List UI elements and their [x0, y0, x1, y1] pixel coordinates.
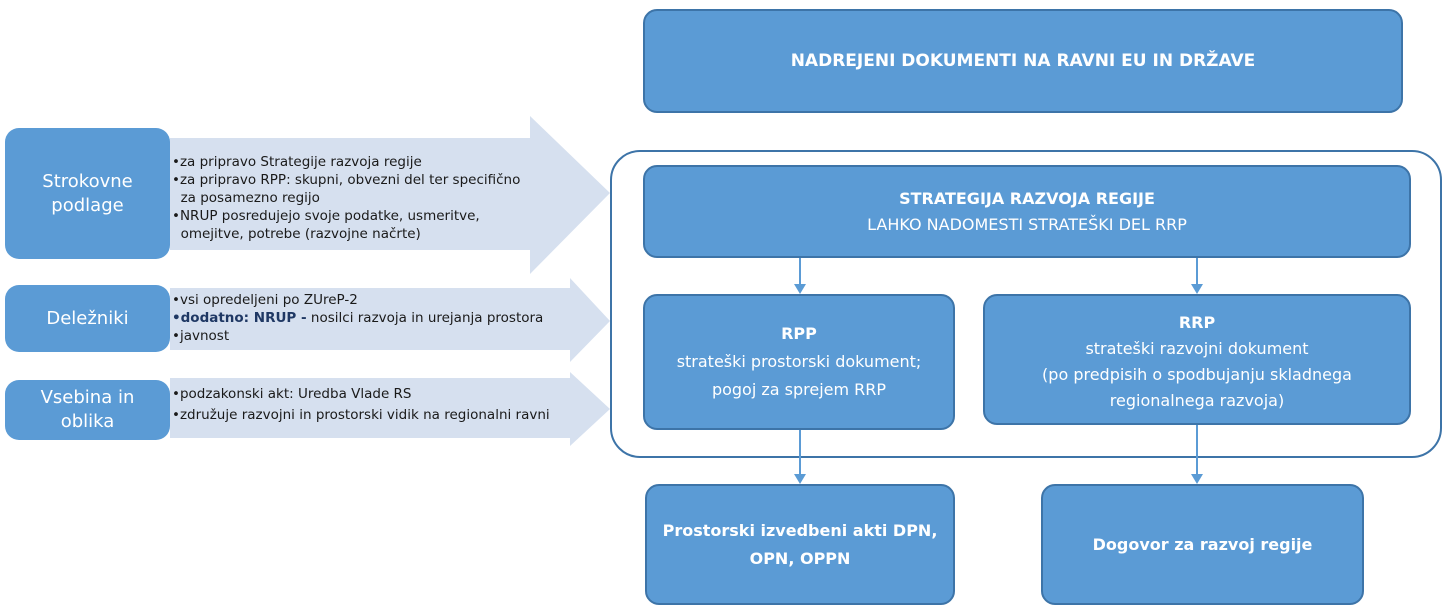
nrup-highlight: •dodatno: NRUP - [172, 310, 307, 326]
rpp-box: RPP strateški prostorski dokument; pogoj… [643, 294, 955, 430]
development-agreement-label: Dogovor za razvoj regije [1092, 535, 1313, 554]
content-form-label-box: Vsebina in oblika [5, 380, 170, 440]
arrow-expert-bases [170, 116, 610, 274]
expert-bases-label-line-1: Strokovne [42, 170, 133, 192]
arrow-stakeholders [170, 278, 610, 362]
regional-strategy-subtitle: LAHKO NADOMESTI STRATEŠKI DEL RRP [867, 214, 1187, 234]
content-form-label-line-1: Vsebina in [40, 387, 135, 408]
rrp-line-3: regionalnega razvoja) [1109, 391, 1285, 410]
content-form-bullet: •združuje razvojni in prostorski vidik n… [172, 407, 550, 423]
expert-bases-bullet: •za pripravo RPP: skupni, obvezni del te… [172, 172, 521, 188]
regional-strategy-title: STRATEGIJA RAZVOJA REGIJE [899, 188, 1155, 208]
arrow-content-form [170, 372, 610, 446]
rpp-line-2: pogoj za sprejem RRP [711, 380, 887, 399]
regional-strategy-box: STRATEGIJA RAZVOJA REGIJE LAHKO NADOMEST… [643, 165, 1411, 258]
rrp-line-1: strateški razvojni dokument [1085, 339, 1309, 358]
rrp-line-2: (po predpisih o spodbujanju skladnega [1042, 365, 1352, 384]
expert-bases-bullets: •za pripravo Strategije razvoja regije •… [172, 153, 520, 243]
rpp-line-1: strateški prostorski dokument; [676, 352, 922, 371]
spatial-implementation-acts-box: Prostorski izvedbeni akti DPN, OPN, OPPN [645, 484, 955, 605]
rrp-box: RRP strateški razvojni dokument (po pred… [983, 294, 1411, 425]
expert-bases-bullet: •za pripravo Strategije razvoja regije [172, 154, 422, 170]
expert-bases-bullet: •NRUP posredujejo svoje podatke, usmerit… [172, 208, 480, 224]
expert-bases-label-box: Strokovne podlage [5, 128, 170, 259]
spatial-acts-line-2: OPN, OPPN [749, 548, 851, 568]
regional-development-agreement-box: Dogovor za razvoj regije [1041, 484, 1364, 605]
stakeholders-label-box: Deležniki [5, 285, 170, 352]
rrp-title: RRP [1178, 313, 1216, 332]
stakeholders-bullet: •dodatno: NRUP - nosilci razvoja in urej… [172, 309, 543, 327]
spatial-acts-line-1: Prostorski izvedbeni akti DPN, [662, 520, 938, 540]
stakeholders-bullet: •vsi opredeljeni po ZUreP-2 [172, 292, 358, 308]
expert-bases-bullet: omejitve, potrebe (razvojne načrte) [172, 226, 421, 242]
content-form-bullets: •podzakonski akt: Uredba Vlade RS •združ… [172, 385, 550, 424]
superior-documents-box: NADREJENI DOKUMENTI NA RAVNI EU IN DRŽAV… [643, 9, 1403, 113]
stakeholders-bullets: •vsi opredeljeni po ZUreP-2 •dodatno: NR… [172, 291, 543, 345]
content-form-label-line-2: oblika [60, 411, 115, 432]
expert-bases-bullet: za posamezno regijo [172, 190, 320, 206]
superior-documents-label: NADREJENI DOKUMENTI NA RAVNI EU IN DRŽAV… [790, 51, 1256, 71]
expert-bases-label-line-2: podlage [51, 194, 124, 216]
rpp-title: RPP [781, 324, 817, 343]
stakeholders-label: Deležniki [46, 307, 129, 329]
content-form-bullet: •podzakonski akt: Uredba Vlade RS [172, 386, 412, 402]
stakeholders-bullet: •javnost [172, 328, 230, 344]
nrup-rest: nosilci razvoja in urejanja prostora [306, 310, 544, 326]
